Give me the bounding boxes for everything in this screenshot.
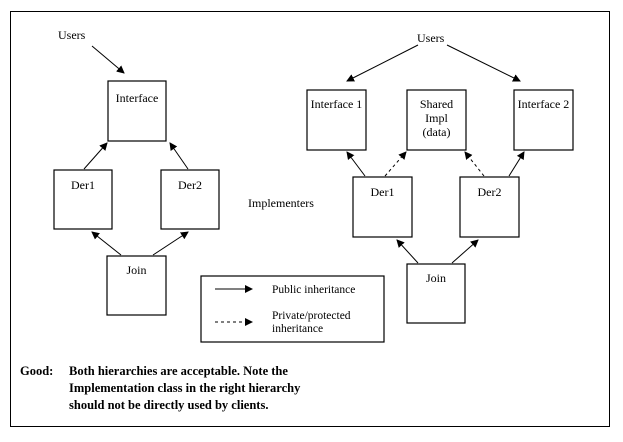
left-join-to-der2-arrow <box>152 231 189 256</box>
diagram-frame <box>10 11 610 427</box>
right-shared-impl-box <box>406 89 467 151</box>
right-users-to-interface1-arrow <box>346 44 419 82</box>
left-join-to-der1-arrow <box>91 231 122 256</box>
legend-public-label: Public inheritance <box>272 284 356 296</box>
left-der1-label: Der1 <box>71 178 95 192</box>
right-join-label: Join <box>425 271 446 285</box>
right-impl-label: Impl <box>425 111 448 125</box>
left-der2-to-interface-arrow <box>169 142 189 170</box>
left-interface-label: Interface <box>115 91 159 105</box>
right-der2-label: Der2 <box>477 185 502 199</box>
caption-line-2: Implementation class in the right hierar… <box>69 381 301 395</box>
caption-good-label: Good: <box>20 364 54 378</box>
left-join-box <box>106 255 167 316</box>
right-der1-box <box>352 176 413 238</box>
legend-private-label-line1: Private/protected <box>272 310 351 322</box>
right-users-label: Users <box>417 31 445 45</box>
right-der2-to-interface2-arrow <box>508 151 525 177</box>
right-join-box <box>406 263 466 324</box>
implementers-label: Implementers <box>248 196 314 210</box>
right-data-label: (data) <box>422 125 451 139</box>
left-users-label: Users <box>58 28 86 42</box>
caption-line-1: Both hierarchies are acceptable. Note th… <box>69 364 288 378</box>
right-interface2-label: Interface 2 <box>517 97 570 111</box>
right-join-to-der1-arrow <box>396 239 419 264</box>
left-der1-box <box>53 169 113 230</box>
right-interface2-box <box>513 89 574 151</box>
right-shared-label: Shared <box>419 97 454 111</box>
right-der2-box <box>459 176 520 238</box>
caption-line-3: should not be directly used by clients. <box>69 398 269 412</box>
left-users-arrow <box>91 45 125 74</box>
right-interface1-box <box>306 89 367 151</box>
right-der1-label: Der1 <box>370 185 395 199</box>
right-interface1-label: Interface 1 <box>310 97 363 111</box>
right-users-to-interface2-arrow <box>446 44 521 82</box>
left-der2-box <box>160 169 220 230</box>
right-der1-to-interface1-arrow <box>346 151 366 177</box>
legend-box <box>200 275 385 343</box>
right-der1-to-shared-impl-arrow <box>384 151 407 177</box>
left-join-label: Join <box>126 263 147 277</box>
left-interface-box <box>107 80 167 142</box>
left-der2-label: Der2 <box>178 178 202 192</box>
right-join-to-der2-arrow <box>451 239 479 264</box>
legend-private-label-line2: inheritance <box>272 323 324 335</box>
right-der2-to-shared-impl-arrow <box>464 151 485 177</box>
left-der1-to-interface-arrow <box>83 142 108 170</box>
